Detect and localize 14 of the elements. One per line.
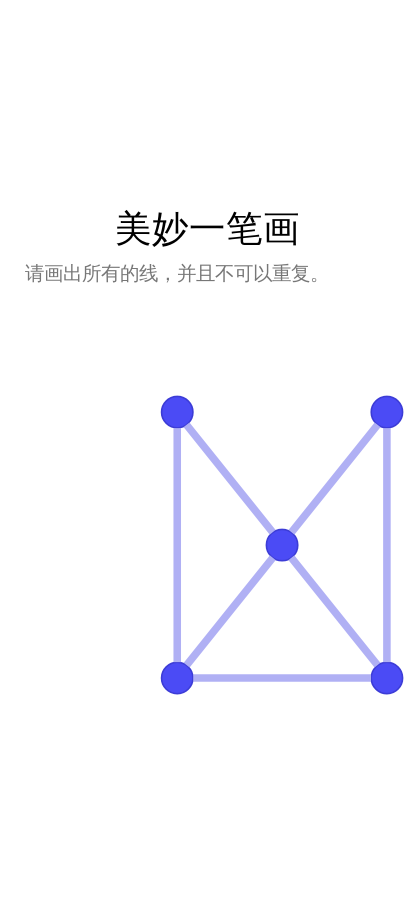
connector	[184, 554, 276, 668]
connector	[184, 422, 276, 534]
connector	[288, 422, 381, 534]
diagram-title: 美妙一笔画	[115, 206, 300, 250]
connector	[173, 428, 182, 662]
node-circle	[370, 395, 404, 428]
connector	[193, 674, 372, 682]
node-circle	[160, 661, 194, 694]
node-circle	[266, 528, 299, 562]
connector	[383, 428, 391, 662]
connector	[288, 554, 380, 668]
label: 请画出所有的线，并且不可以重复。	[25, 262, 330, 285]
node-circle	[160, 395, 194, 428]
node-circle	[370, 661, 404, 694]
